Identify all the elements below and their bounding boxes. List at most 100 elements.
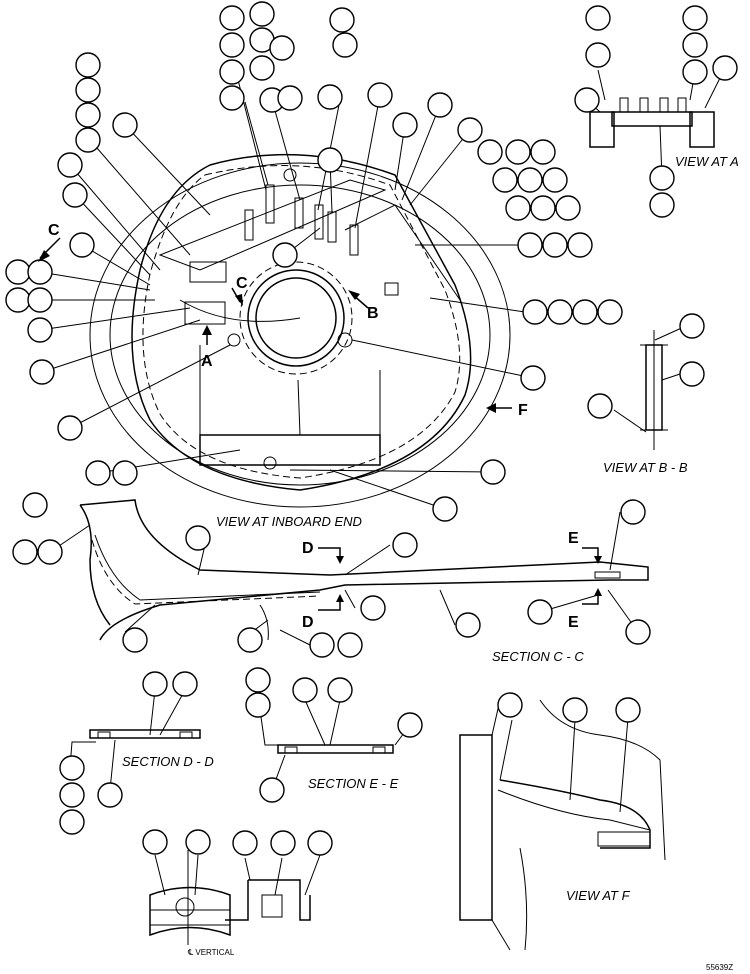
callout-circle <box>649 192 675 218</box>
callout-circle <box>27 317 53 343</box>
callout-circle <box>712 55 738 81</box>
label-section-ee: SECTION E - E <box>308 776 399 791</box>
section-c-c <box>49 499 649 646</box>
callout-circle <box>232 830 258 856</box>
callout-circle <box>27 259 53 285</box>
callout-circle <box>682 5 708 31</box>
callout-circle <box>12 539 38 565</box>
callout-circle <box>530 139 556 165</box>
callout-circle <box>517 232 543 258</box>
callout-circle <box>547 299 573 325</box>
callout-circle <box>477 139 503 165</box>
label-section-dd: SECTION D - D <box>122 754 214 769</box>
callout-circle <box>112 460 138 486</box>
callout-circle <box>59 755 85 781</box>
callout-circle <box>542 232 568 258</box>
label-view-bb: VIEW AT B - B <box>603 460 688 475</box>
label-view-inboard: VIEW AT INBOARD END <box>216 514 362 529</box>
callout-circle <box>185 525 211 551</box>
callout-circle <box>649 165 675 191</box>
callout-circle <box>455 612 481 638</box>
view-marker-f: F <box>518 402 528 419</box>
callout-circle <box>520 365 546 391</box>
callout-circle <box>22 492 48 518</box>
callout-circle <box>57 415 83 441</box>
callout-circle <box>237 627 263 653</box>
callout-circle <box>249 1 275 27</box>
callout-circle <box>75 77 101 103</box>
callout-circle <box>29 359 55 385</box>
callout-circle <box>37 539 63 565</box>
callout-circle <box>522 299 548 325</box>
callout-circle <box>259 777 285 803</box>
section-marker-d-bottom: D <box>302 614 314 631</box>
callout-circle <box>572 299 598 325</box>
callout-circle <box>307 830 333 856</box>
callout-circle <box>59 782 85 808</box>
callout-circle <box>587 393 613 419</box>
label-vertical: ℄ VERTICAL <box>187 948 235 957</box>
callout-circle <box>142 829 168 855</box>
callout-circle <box>585 5 611 31</box>
section-marker-d-top: D <box>302 540 314 557</box>
callout-circle <box>530 195 556 221</box>
callout-circle <box>367 82 393 108</box>
callout-circle <box>219 32 245 58</box>
callout-circle <box>69 232 95 258</box>
callout-circle <box>249 55 275 81</box>
callout-circle <box>142 671 168 697</box>
inboard-end-view <box>39 67 534 510</box>
callout-circle <box>59 809 85 835</box>
callout-circle <box>219 59 245 85</box>
callout-circle <box>480 459 506 485</box>
callout-circle <box>270 830 296 856</box>
callout-circle <box>62 182 88 208</box>
callout-circle <box>505 139 531 165</box>
section-marker-c-left: C <box>48 222 60 239</box>
callout-circle <box>527 599 553 625</box>
callout-circle <box>75 52 101 78</box>
callout-circle <box>112 112 138 138</box>
view-at-f <box>459 699 666 951</box>
callout-circle <box>85 460 111 486</box>
callout-circle <box>219 85 245 111</box>
label-view-f: VIEW AT F <box>566 888 631 903</box>
callout-circle <box>292 677 318 703</box>
callout-circle <box>5 287 31 313</box>
callout-circle <box>620 499 646 525</box>
label-view-a: VIEW AT A <box>675 154 739 169</box>
label-section-cc: SECTION C - C <box>492 649 584 664</box>
callout-circle <box>75 102 101 128</box>
callout-circle <box>269 35 295 61</box>
callout-circle <box>517 167 543 193</box>
callout-circle <box>397 712 423 738</box>
callout-circle <box>172 671 198 697</box>
callout-circle <box>597 299 623 325</box>
callout-circle <box>432 496 458 522</box>
callout-circle <box>185 829 211 855</box>
callout-circle <box>457 117 483 143</box>
callout-circle <box>327 677 353 703</box>
callout-circle <box>360 595 386 621</box>
callout-circle <box>492 167 518 193</box>
callout-circle <box>57 152 83 178</box>
callout-circle <box>245 667 271 693</box>
callout-circle <box>505 195 531 221</box>
callout-circle <box>317 147 343 173</box>
callout-circle <box>332 32 358 58</box>
callout-circle <box>682 59 708 85</box>
callout-circle <box>574 87 600 113</box>
section-arrows <box>38 237 602 611</box>
callout-circles <box>5 1 738 856</box>
section-d-d <box>69 689 201 791</box>
callout-circle <box>682 32 708 58</box>
callout-circle <box>245 692 271 718</box>
callout-circle <box>562 697 588 723</box>
section-e-e <box>259 699 411 791</box>
bottom-details <box>149 850 321 945</box>
callout-circle <box>427 92 453 118</box>
callout-circle <box>679 313 705 339</box>
callout-circle <box>585 42 611 68</box>
callout-circle <box>122 627 148 653</box>
